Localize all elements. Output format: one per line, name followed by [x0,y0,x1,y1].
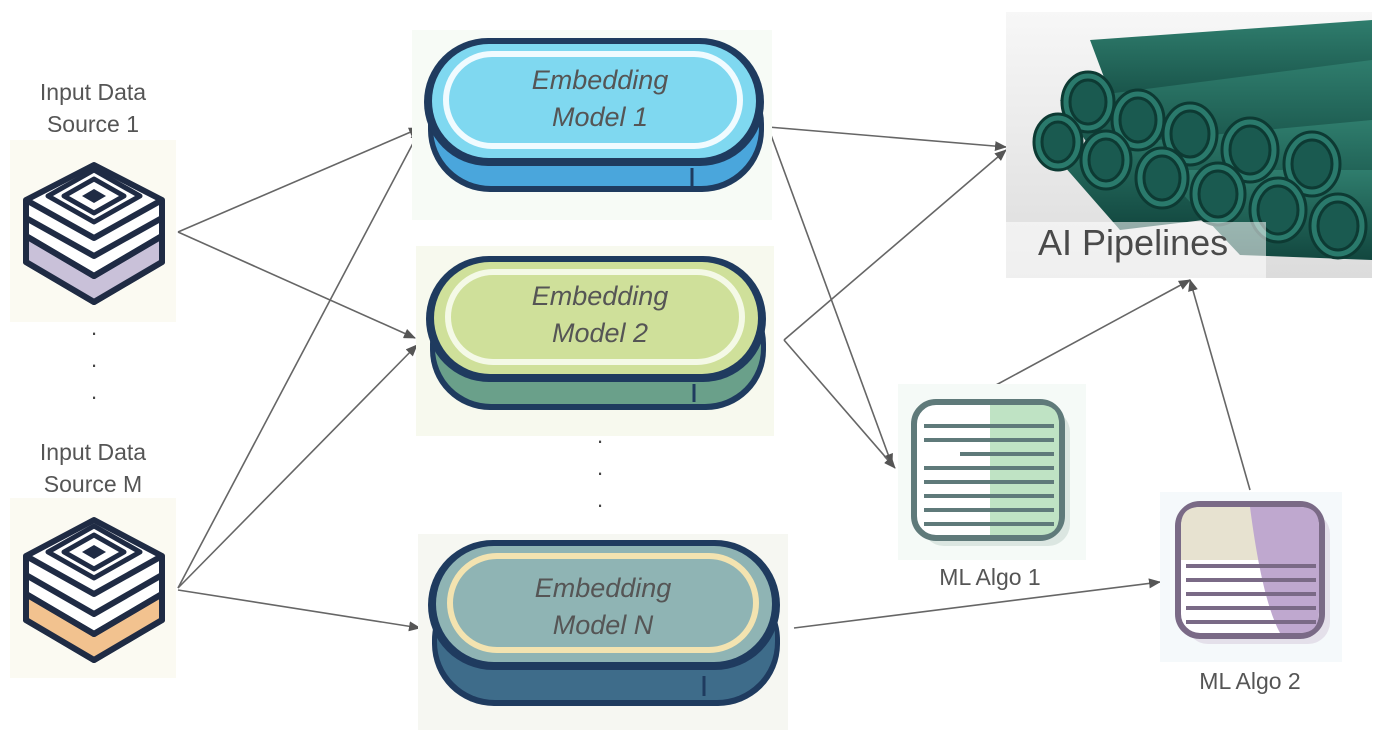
ml-algo-1-label: ML Algo 1 [939,564,1041,590]
embedding-model-2-line1: Embedding [531,281,669,311]
ellipsis-dot: . [90,347,98,372]
embedding-model-2-shape [416,246,774,436]
document-lines-icon [898,384,1086,560]
pipes-icon [1006,12,1372,278]
arrow-src1-model2 [177,231,416,339]
source-1-label-line1: Input Data [39,79,147,105]
layered-cube-icon [10,498,176,678]
embedding-model-n-label: Embedding Model N [473,570,733,644]
embedding-model-n-line2: Model N [552,610,654,640]
source-m-label-line1: Input Data [39,439,147,465]
ellipsis-dot: . [596,487,604,512]
connectors [177,126,1251,632]
arrow-srcM-model2 [177,344,418,589]
embedding-model-1-line1: Embedding [531,65,669,95]
embedding-model-n-shape [418,534,788,730]
arrow-model1-pipelines [767,126,1007,152]
embedding-model-2-line2: Model 2 [551,318,649,348]
arrow-srcM-modelN [177,589,421,632]
arrow-src1-model1 [177,127,421,233]
document-lines-icon [1160,492,1342,662]
arrow-algo2-pipelines [1188,279,1251,491]
source-1-label-line2: Source 1 [46,111,140,137]
arrow-modelN-algo2 [793,578,1161,629]
source-1-label: Input Data Source 1 [0,76,193,140]
source-m-label-line2: Source M [43,471,143,497]
ml-algo-2-label: ML Algo 2 [1199,668,1301,694]
arrow-model1-algo1 [767,126,893,466]
arrow-model2-algo1 [783,339,896,469]
arrow-model2-pipelines [783,149,1007,341]
embedding-model-2-label: Embedding Model 2 [470,278,730,352]
source-ellipsis: . . . [84,312,104,408]
arrow-algo1-pipelines [995,279,1191,386]
embedding-model-1-shape [412,30,772,220]
layered-cube-icon [10,140,176,322]
ai-pipelines-title: AI Pipelines [1038,222,1229,263]
ellipsis-dot: . [596,455,604,480]
ellipsis-dot: . [90,315,98,340]
ellipsis-dot: . [90,379,98,404]
arrow-srcM-model1 [177,129,421,589]
ellipsis-dot: . [596,423,604,448]
embedding-model-1-line2: Model 1 [551,102,649,132]
model-ellipsis: . . . [590,420,610,516]
source-m-label: Input Data Source M [0,436,193,500]
embedding-model-n-line1: Embedding [534,573,672,603]
embedding-model-1-label: Embedding Model 1 [470,62,730,136]
